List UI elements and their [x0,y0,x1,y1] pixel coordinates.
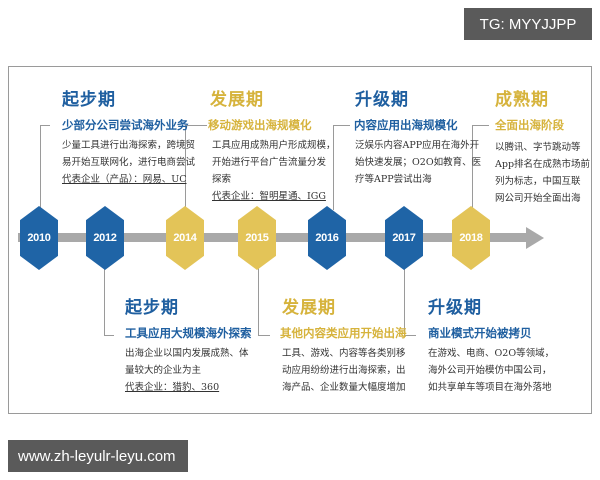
description-line: 以腾讯、字节跳动等 [495,142,581,153]
connector-2016 [333,125,334,210]
connector-2017 [404,268,405,336]
phase-description: 少量工具进行出海探索，跨境贸 易开始互联网化，进行电商尝试 代表企业（产品）：网… [62,137,195,188]
year-marker-2017: 2017 [385,206,423,270]
description-line: 网公司开始全面出海 [495,193,581,204]
description-line: 泛娱乐内容APP应用在海外开 [355,140,480,151]
phase-title: 升级期 [355,90,409,110]
description-line: 少量工具进行出海探索，跨境贸 [62,140,196,151]
phase-title: 发展期 [210,90,264,110]
connector-2012-right [258,268,259,336]
year-marker-2016: 2016 [308,206,346,270]
description-line: 如共享单车等项目在海外落地 [428,382,552,393]
description-line: 海产品、企业数量大幅度增加 [282,382,406,393]
phase-description: 工具、游戏、内容等各类别移 动应用纷纷进行出海探索，出 海产品、企业数量大幅度增… [282,345,406,396]
phase-title: 成熟期 [495,90,549,110]
watermark-badge-top: TG: MYYJJPP [464,8,592,40]
phase-description: 泛娱乐内容APP应用在海外开 始快速发展；O2O如教育、医 疗等APP尝试出海 [355,137,481,188]
phase-subtitle: 全面出海阶段 [495,118,564,132]
year-marker-2018: 2018 [452,206,490,270]
connector-2017-h [404,335,416,336]
description-line: 开始进行平台广告流量分发 [212,157,327,168]
phase-title: 起步期 [125,298,179,318]
phase-title: 发展期 [282,298,336,318]
description-line: App排名在成熟市场前 [495,159,591,170]
phase-title: 升级期 [428,298,482,318]
description-line: 始快速发展；O2O如教育、医 [355,157,482,168]
description-line: 工具应用成熟用户形成规模， [212,140,336,151]
description-line: 易开始互联网化，进行电商尝试 [62,157,196,168]
phase-subtitle: 工具应用大规模海外探索 [125,326,252,340]
connector-2016-h [333,125,350,126]
representative-companies: 代表企业（产品）：网易、UC [62,174,187,185]
phase-subtitle: 内容应用出海规模化 [354,118,458,132]
description-line: 疗等APP尝试出海 [355,174,432,185]
phase-description: 出海企业以国内发展成熟、体 量较大的企业为主 代表企业：猎豹、360 [125,345,249,396]
year-marker-2015: 2015 [238,206,276,270]
year-marker-2014: 2014 [166,206,204,270]
phase-description: 以腾讯、字节跳动等 App排名在成熟市场前 列为标志，中国互联 网公司开始全面出… [495,139,590,207]
phase-title: 起步期 [62,90,116,110]
description-line: 量较大的企业为主 [125,365,202,376]
year-marker-2012: 2012 [86,206,124,270]
representative-companies: 代表企业：智明星通、IGG [212,191,326,202]
connector-2014 [185,125,186,210]
description-line: 动应用纷纷进行出海探索，出 [282,365,406,376]
connector-2018 [472,125,473,210]
phase-description: 工具应用成熟用户形成规模， 开始进行平台广告流量分发 探索 代表企业：智明星通、… [212,137,336,205]
description-line: 工具、游戏、内容等各类别移 [282,348,406,359]
description-line: 在游戏、电商、O2O等领域， [428,348,555,359]
phase-subtitle: 商业模式开始被拷贝 [428,326,532,340]
connector-2018-h [472,125,489,126]
phase-subtitle: 其他内容类应用开始出海 [280,326,407,340]
year-marker-2010: 2010 [20,206,58,270]
phase-subtitle: 移动游戏出海规模化 [208,118,312,132]
phase-description: 在游戏、电商、O2O等领域， 海外公司开始模仿中国公司， 如共享单车等项目在海外… [428,345,554,396]
description-line: 列为标志，中国互联 [495,176,581,187]
watermark-badge-bottom: www.zh-leyulr-leyu.com [8,440,188,472]
description-line: 海外公司开始模仿中国公司， [428,365,552,376]
connector-2010 [40,125,41,210]
representative-companies: 代表企业：猎豹、360 [125,382,220,393]
arrow-right-icon [526,227,544,249]
phase-subtitle: 少部分公司尝试海外业务 [62,118,189,132]
connector-2012 [104,268,105,336]
description-line: 出海企业以国内发展成熟、体 [125,348,249,359]
description-line: 探索 [212,174,232,185]
connector-2015-h [258,335,270,336]
connector-2014-h [185,125,207,126]
connector-2010-h [40,125,50,126]
connector-2012-h [104,335,114,336]
